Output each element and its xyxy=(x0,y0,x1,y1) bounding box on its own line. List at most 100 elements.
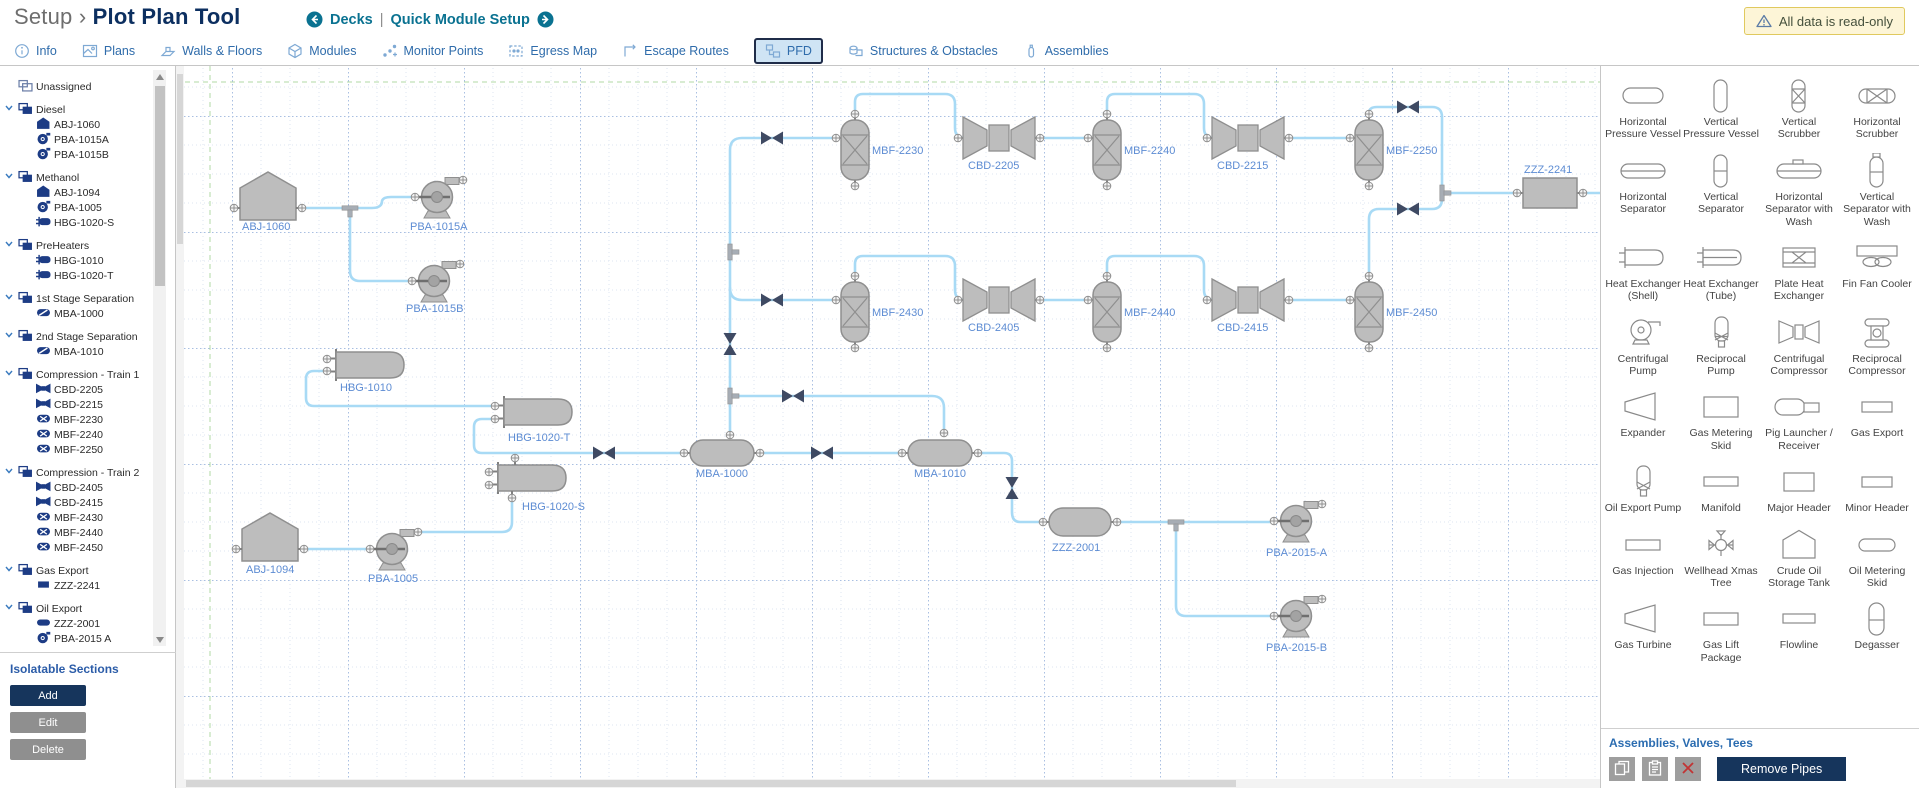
tab-escape-routes[interactable]: Escape Routes xyxy=(622,43,729,59)
valve-icon[interactable] xyxy=(1397,100,1419,114)
port-icon[interactable] xyxy=(1102,271,1112,281)
equipment-pba-1015a[interactable] xyxy=(418,177,462,219)
port-icon[interactable] xyxy=(953,133,963,143)
palette-item-crude-oil-storage-tank[interactable]: Crude Oil Storage Tank xyxy=(1760,527,1838,590)
tree-item-cbd-2415[interactable]: CBD-2415 xyxy=(0,495,150,510)
palette-item-horizontal-scrubber[interactable]: Horizontal Scrubber xyxy=(1838,78,1916,141)
pipe[interactable] xyxy=(348,195,415,210)
port-icon[interactable] xyxy=(831,295,841,305)
chevron-down-icon[interactable] xyxy=(4,368,14,378)
delete-button[interactable]: Delete xyxy=(10,739,86,760)
pipe[interactable] xyxy=(728,394,946,433)
equipment-zzz-2241[interactable] xyxy=(1518,177,1582,209)
port-icon[interactable] xyxy=(973,448,983,458)
equipment-hbg-1020-s[interactable] xyxy=(491,459,567,497)
tee-fitting[interactable] xyxy=(1439,184,1452,202)
equipment-mba-1010[interactable] xyxy=(903,439,977,467)
port-icon[interactable] xyxy=(1284,295,1294,305)
palette-item-oil-metering-skid[interactable]: Oil Metering Skid xyxy=(1838,527,1916,590)
paste-button[interactable] xyxy=(1642,757,1668,781)
port-icon[interactable] xyxy=(755,448,765,458)
port-icon[interactable] xyxy=(1112,517,1122,527)
port-icon[interactable] xyxy=(1317,499,1327,509)
tree-item-hbg-1010[interactable]: HBG-1010 xyxy=(0,253,150,268)
palette-item-gas-export[interactable]: Gas Export xyxy=(1838,389,1916,452)
port-icon[interactable] xyxy=(1202,133,1212,143)
tree-group-compression-train-2[interactable]: Compression - Train 2 xyxy=(0,465,150,480)
scroll-up-icon[interactable] xyxy=(153,70,166,83)
tab-pfd[interactable]: PFD xyxy=(753,37,823,64)
valve-icon[interactable] xyxy=(723,333,737,355)
palette-item-horizontal-separator[interactable]: Horizontal Separator xyxy=(1604,153,1682,228)
port-icon[interactable] xyxy=(1364,109,1374,119)
port-icon[interactable] xyxy=(410,192,420,202)
pipe[interactable] xyxy=(304,369,495,408)
port-icon[interactable] xyxy=(231,544,241,554)
tree-item-mba-1000[interactable]: MBA-1000 xyxy=(0,306,150,321)
palette-item-centrifugal-compressor[interactable]: Centrifugal Compressor xyxy=(1760,315,1838,378)
port-icon[interactable] xyxy=(1345,133,1355,143)
canvas-vertical-scrollbar[interactable] xyxy=(176,66,184,779)
delete-button[interactable] xyxy=(1675,757,1701,781)
port-icon[interactable] xyxy=(458,175,468,185)
forward-arrow-icon[interactable] xyxy=(537,11,554,28)
palette-item-gas-injection[interactable]: Gas Injection xyxy=(1604,527,1682,590)
port-icon[interactable] xyxy=(484,480,494,490)
port-icon[interactable] xyxy=(850,343,860,353)
valve-icon[interactable] xyxy=(811,446,833,460)
nav-link-decks[interactable]: Decks xyxy=(330,11,373,28)
tree-item-zzz-2241[interactable]: ZZZ-2241 xyxy=(0,578,150,593)
port-icon[interactable] xyxy=(1083,133,1093,143)
tab-info[interactable]: Info xyxy=(14,43,57,59)
pipe[interactable] xyxy=(418,499,514,534)
edit-button[interactable]: Edit xyxy=(10,712,86,733)
tree-scrollbar-thumb[interactable] xyxy=(154,86,165,286)
tree-group-methanol[interactable]: Methanol xyxy=(0,170,150,185)
port-icon[interactable] xyxy=(507,493,517,503)
palette-item-reciprocal-compressor[interactable]: Reciprocal Compressor xyxy=(1838,315,1916,378)
pipe[interactable] xyxy=(348,209,412,283)
port-icon[interactable] xyxy=(407,276,417,286)
tree-group-preheaters[interactable]: PreHeaters xyxy=(0,238,150,253)
scroll-down-icon[interactable] xyxy=(153,633,166,646)
port-icon[interactable] xyxy=(413,527,423,537)
port-icon[interactable] xyxy=(1345,295,1355,305)
equipment-hbg-1010[interactable] xyxy=(329,349,405,381)
tree-group-compression-train-1[interactable]: Compression - Train 1 xyxy=(0,367,150,382)
tree-item-mbf-2240[interactable]: MBF-2240 xyxy=(0,427,150,442)
port-icon[interactable] xyxy=(1284,133,1294,143)
canvas-horizontal-scrollbar[interactable] xyxy=(176,779,1600,788)
pipe[interactable] xyxy=(728,286,836,302)
chevron-down-icon[interactable] xyxy=(4,239,14,249)
equipment-abj-1094[interactable] xyxy=(237,512,303,562)
chevron-down-icon[interactable] xyxy=(4,292,14,302)
palette-item-reciprocal-pump[interactable]: Reciprocal Pump xyxy=(1682,315,1760,378)
port-icon[interactable] xyxy=(850,181,860,191)
port-icon[interactable] xyxy=(297,203,307,213)
tree-item-hbg-1020-t[interactable]: HBG-1020-T xyxy=(0,268,150,283)
chevron-down-icon[interactable] xyxy=(4,602,14,612)
port-icon[interactable] xyxy=(484,467,494,477)
tree-item-cbd-2215[interactable]: CBD-2215 xyxy=(0,397,150,412)
palette-item-flowline[interactable]: Flowline xyxy=(1760,601,1838,664)
tree-item-cbd-2205[interactable]: CBD-2205 xyxy=(0,382,150,397)
port-icon[interactable] xyxy=(850,271,860,281)
chevron-down-icon[interactable] xyxy=(4,103,14,113)
tab-walls-floors[interactable]: Walls & Floors xyxy=(160,43,262,59)
tree-item-mbf-2430[interactable]: MBF-2430 xyxy=(0,510,150,525)
tree-item-pba-1005[interactable]: PBA-1005 xyxy=(0,200,150,215)
tee-fitting[interactable] xyxy=(727,243,740,261)
palette-item-vertical-separator[interactable]: Vertical Separator xyxy=(1682,153,1760,228)
pipe[interactable] xyxy=(728,136,836,437)
tree-group-gas-export[interactable]: Gas Export xyxy=(0,563,150,578)
port-icon[interactable] xyxy=(1364,271,1374,281)
tree-item-pba-2015-a[interactable]: PBA-2015 A xyxy=(0,631,150,646)
port-icon[interactable] xyxy=(1102,109,1112,119)
port-icon[interactable] xyxy=(1035,133,1045,143)
tree-group-unassigned[interactable]: Unassigned xyxy=(0,79,150,94)
port-icon[interactable] xyxy=(229,203,239,213)
tree-scrollbar[interactable] xyxy=(153,70,166,646)
tab-structures-obstacles[interactable]: Structures & Obstacles xyxy=(848,43,998,59)
tree-item-abj-1094[interactable]: ABJ-1094 xyxy=(0,185,150,200)
